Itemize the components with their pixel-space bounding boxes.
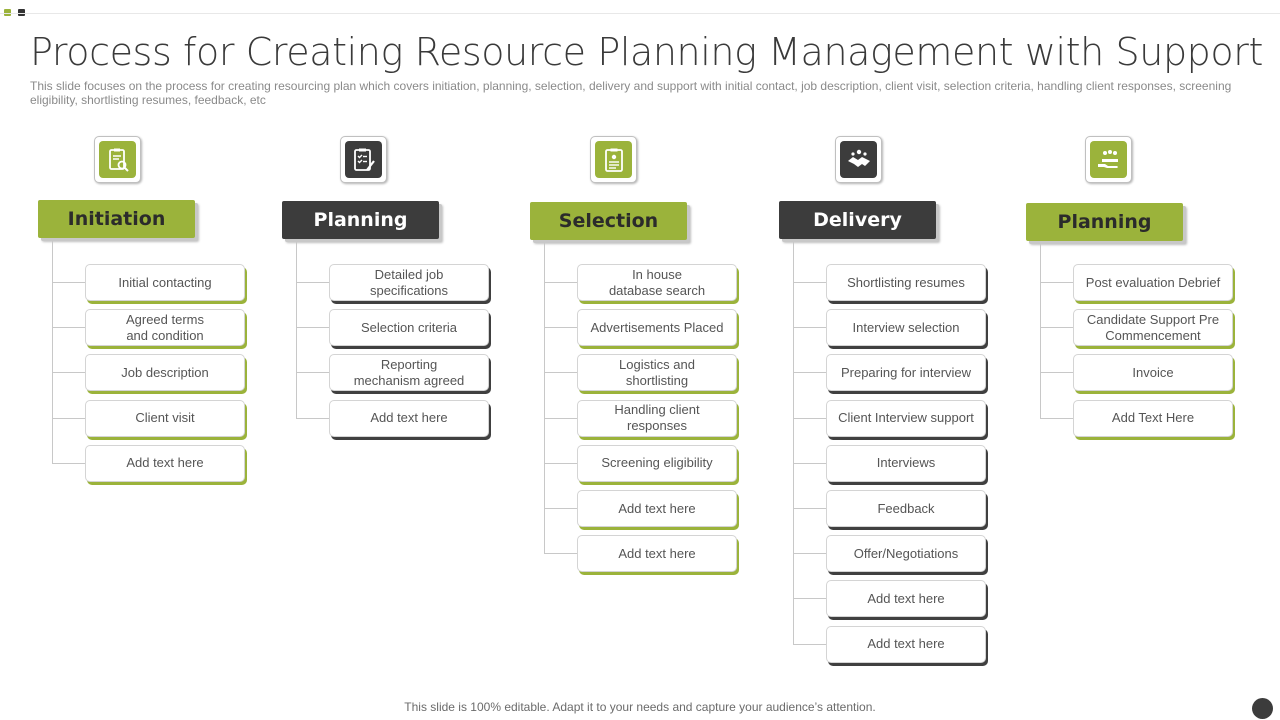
step-item: Client Interview support [826,399,986,437]
connector-branch [793,643,826,645]
connector-branch [52,282,85,283]
stage-header: Planning [282,201,439,239]
connector-branch [1040,372,1073,374]
page-title: Process for Creating Resource Planning M… [30,30,1263,74]
connector-branch [793,462,826,464]
step-item: Add text here [577,490,737,527]
icon-box [590,136,637,183]
connector-branch [544,508,577,509]
checklist-pen-icon [345,141,382,178]
connector-trunk [793,239,794,644]
connector-branch [793,553,826,555]
connector-branch [793,372,826,374]
step-item: Interviews [826,444,986,482]
step-item: Interview selection [826,309,986,347]
icon-box [1085,136,1132,183]
step-item: Client visit [85,399,245,437]
step-item: Post evaluation Debrief [1073,264,1233,301]
connector-branch [296,282,329,283]
stage-header: Planning [1026,203,1183,241]
connector-branch [793,417,826,419]
corner-square-green [4,9,11,16]
hand-people-icon [1090,141,1127,178]
connector-branch [544,462,577,464]
step-item: Add Text Here [1073,399,1233,437]
step-item: Initial contacting [85,264,245,301]
connector-branch [544,282,577,283]
corner-dot [1252,698,1273,719]
connector-branch [544,372,577,374]
connector-branch [793,598,826,600]
connector-trunk [544,240,545,554]
icon-box [340,136,387,183]
step-item: Reporting mechanism agreed [329,354,489,392]
step-item: Offer/Negotiations [826,535,986,573]
page-subtitle: This slide focuses on the process for cr… [30,79,1232,107]
connector-trunk [1040,241,1041,418]
step-item: Shortlisting resumes [826,264,986,301]
step-item: Selection criteria [329,309,489,347]
document-icon [595,141,632,178]
corner-square-dark [18,9,25,16]
step-item: Job description [85,354,245,392]
step-item: Handling client responses [577,399,737,437]
step-item: Advertisements Placed [577,309,737,347]
connector-branch [793,327,826,329]
stage-header: Initiation [38,200,195,238]
connector-branch [544,553,577,555]
handshake-icon [840,141,877,178]
step-item: Add text here [826,625,986,663]
step-item: In house database search [577,264,737,301]
stage-header: Selection [530,202,687,240]
connector-branch [793,508,826,509]
connector-branch [296,417,329,419]
step-item: Preparing for interview [826,354,986,392]
connector-branch [52,462,85,464]
step-item: Logistics and shortlisting [577,354,737,392]
step-item: Add text here [329,399,489,437]
step-item: Feedback [826,490,986,527]
top-divider [0,13,1280,14]
step-item: Agreed terms and condition [85,309,245,347]
clipboard-search-icon [99,141,136,178]
connector-branch [793,282,826,283]
step-item: Screening eligibility [577,444,737,482]
step-item: Detailed job specifications [329,264,489,301]
step-item: Add text here [826,580,986,618]
step-item: Add text here [85,444,245,482]
connector-trunk [296,239,297,418]
connector-branch [1040,282,1073,283]
connector-branch [296,372,329,374]
connector-branch [544,417,577,419]
connector-branch [296,327,329,329]
connector-branch [1040,327,1073,329]
connector-trunk [52,238,53,463]
connector-branch [52,327,85,329]
icon-box [94,136,141,183]
connector-branch [1040,417,1073,419]
icon-box [835,136,882,183]
step-item: Invoice [1073,354,1233,392]
connector-branch [52,417,85,419]
step-item: Candidate Support Pre Commencement [1073,309,1233,347]
footer-note: This slide is 100% editable. Adapt it to… [404,700,876,714]
connector-branch [544,327,577,329]
stage-header: Delivery [779,201,936,239]
connector-branch [52,372,85,374]
step-item: Add text here [577,535,737,573]
